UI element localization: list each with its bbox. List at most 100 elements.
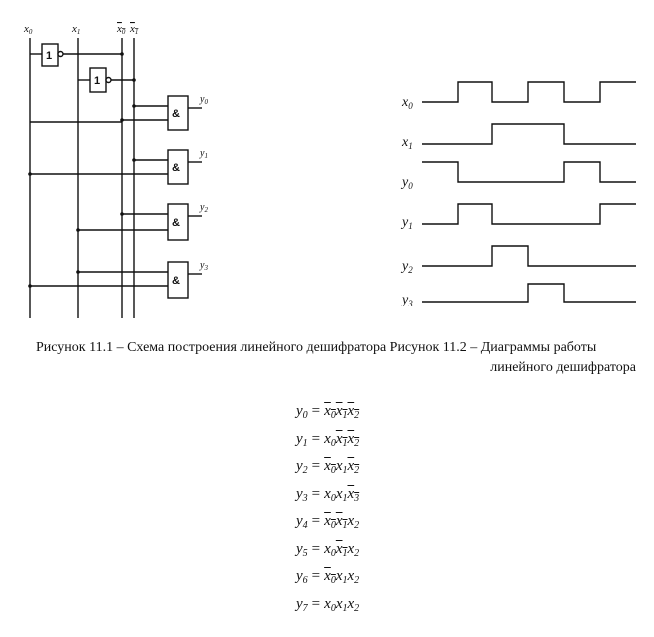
equation-term: x0 bbox=[324, 540, 336, 559]
output-label-y0: y0 bbox=[199, 94, 208, 106]
not-gate-x0-label: 1 bbox=[46, 50, 52, 62]
equation-term: x2 bbox=[347, 430, 359, 449]
term-subscript: 1 bbox=[342, 602, 348, 614]
equation-term: x0 bbox=[324, 486, 336, 504]
equation-y7: y7=x0x1x2 bbox=[296, 593, 359, 615]
signal-label-y0: y0 bbox=[400, 175, 413, 191]
equation-lhs-subscript: 2 bbox=[302, 465, 308, 476]
term-subscript: 3 bbox=[354, 492, 360, 504]
term-variable: x bbox=[324, 568, 331, 584]
equation-term: x0 bbox=[324, 403, 336, 421]
term-variable: x bbox=[324, 430, 331, 447]
term-variable: x bbox=[347, 485, 355, 502]
equation-lhs-subscript: 5 bbox=[302, 547, 308, 559]
equation-y1: y1=x0x1x2 bbox=[296, 428, 359, 450]
term-variable: x bbox=[347, 540, 355, 557]
equation-y0: y0=x0x1x2 bbox=[296, 400, 359, 422]
equation-lhs: y bbox=[296, 430, 303, 447]
term-subscript: 0 bbox=[330, 465, 336, 476]
output-label-y1: y1 bbox=[199, 148, 208, 160]
equation-term: x2 bbox=[347, 513, 359, 531]
term-subscript: 1 bbox=[342, 465, 348, 476]
term-variable: x bbox=[347, 458, 355, 474]
output-label-y2: y2 bbox=[199, 202, 208, 214]
waveform-x0 bbox=[422, 81, 636, 103]
timing-diagram: x0 x1 y0 y1 y2 y3 bbox=[400, 81, 636, 306]
signal-label-y3: y3 bbox=[400, 293, 413, 306]
input-label-not-x1: x1 bbox=[129, 23, 138, 36]
equation-lhs-subscript: 1 bbox=[302, 437, 308, 449]
equation-y2: y2=x0x1x2 bbox=[296, 455, 359, 477]
term-subscript: 1 bbox=[342, 492, 348, 504]
term-variable: x bbox=[335, 430, 343, 447]
and-gate-y0-label: & bbox=[172, 108, 180, 120]
equation-y5: y5=x0x1x2 bbox=[296, 538, 359, 560]
waveform-y1 bbox=[422, 203, 636, 225]
term-variable: x bbox=[324, 595, 331, 612]
equals-sign: = bbox=[311, 430, 321, 447]
equation-lhs-subscript: 7 bbox=[302, 602, 308, 614]
and-gate-y1 bbox=[167, 149, 189, 185]
term-variable: x bbox=[335, 540, 343, 557]
equation-term: x3 bbox=[347, 485, 360, 504]
and-gate-y2 bbox=[167, 203, 189, 241]
signal-label-y2: y2 bbox=[400, 259, 413, 275]
term-variable: x bbox=[335, 568, 343, 584]
equation-term: x1 bbox=[336, 513, 348, 531]
term-subscript: 1 bbox=[342, 547, 348, 559]
term-subscript: 1 bbox=[342, 520, 348, 531]
term-variable: x bbox=[347, 568, 355, 584]
term-subscript: 0 bbox=[330, 410, 336, 421]
equation-term: x2 bbox=[347, 568, 359, 586]
equals-sign: = bbox=[311, 568, 321, 584]
equation-term: x1 bbox=[336, 403, 348, 421]
waveform-y3 bbox=[422, 283, 636, 303]
figure-caption: Рисунок 11.1 – Схема построения линейног… bbox=[36, 338, 636, 378]
term-subscript: 0 bbox=[330, 602, 336, 614]
and-gate-y3 bbox=[167, 261, 189, 299]
equation-term: x0 bbox=[324, 595, 336, 614]
term-subscript: 1 bbox=[342, 410, 348, 421]
decoder-circuit-diagram: x0 x1 x0 x1 1 1 & bbox=[23, 23, 208, 318]
equation-term: x1 bbox=[335, 430, 348, 449]
term-variable: x bbox=[335, 485, 343, 502]
term-variable: x bbox=[347, 595, 355, 612]
term-variable: x bbox=[347, 430, 355, 447]
equation-term: x0 bbox=[324, 513, 336, 531]
equation-term: x2 bbox=[347, 595, 359, 614]
not-gate-x1-label: 1 bbox=[94, 75, 100, 87]
equation-term: x0 bbox=[324, 568, 336, 586]
signal-label-x1: x1 bbox=[401, 135, 413, 151]
equation-lhs: y bbox=[296, 485, 303, 502]
equation-lhs-subscript: 4 bbox=[302, 520, 308, 531]
equation-term: x1 bbox=[335, 540, 348, 559]
waveform-x1 bbox=[422, 123, 636, 145]
equation-term: x1 bbox=[336, 458, 348, 476]
term-subscript: 0 bbox=[330, 575, 336, 586]
equation-lhs: y bbox=[296, 540, 303, 557]
term-variable: x bbox=[324, 513, 331, 529]
caption-line-1: Рисунок 11.1 – Схема построения линейног… bbox=[36, 340, 597, 355]
inversion-bubble bbox=[57, 50, 64, 58]
equals-sign: = bbox=[311, 595, 321, 612]
signal-label-x0: x0 bbox=[401, 95, 413, 111]
term-subscript: 2 bbox=[354, 410, 360, 421]
term-variable: x bbox=[324, 458, 331, 474]
equation-lhs-subscript: 6 bbox=[302, 575, 308, 586]
equation-lhs: y bbox=[296, 513, 303, 529]
waveform-y0 bbox=[422, 161, 636, 183]
term-variable: x bbox=[324, 540, 331, 557]
term-subscript: 1 bbox=[342, 437, 348, 449]
equation-term: x1 bbox=[335, 595, 348, 614]
equation-lhs: y bbox=[296, 458, 303, 474]
term-subscript: 0 bbox=[330, 437, 336, 449]
term-subscript: 0 bbox=[330, 492, 336, 504]
equation-y4: y4=x0x1x2 bbox=[296, 510, 359, 532]
term-variable: x bbox=[335, 595, 343, 612]
equation-term: x2 bbox=[347, 458, 359, 476]
equation-lhs: y bbox=[296, 595, 303, 612]
output-label-y3: y3 bbox=[199, 260, 208, 272]
equation-lhs: y bbox=[296, 568, 303, 584]
input-label-x0: x0 bbox=[23, 23, 33, 36]
